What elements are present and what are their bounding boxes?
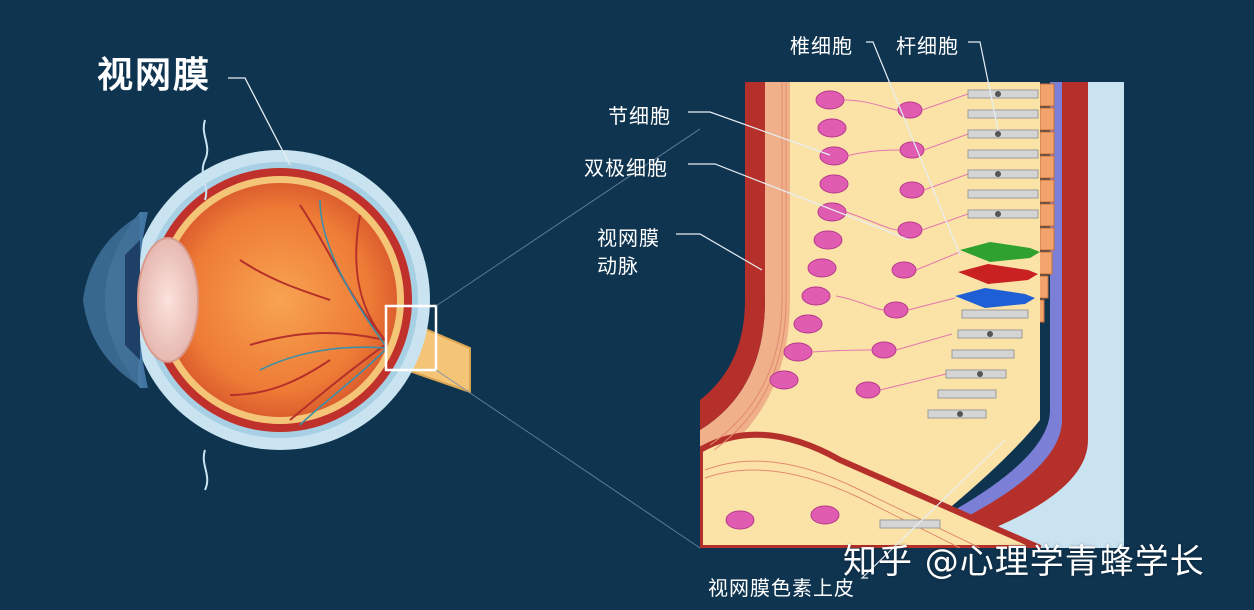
cone-red bbox=[958, 264, 1038, 284]
cone-green bbox=[960, 242, 1040, 262]
label-bipolar-cell: 双极细胞 bbox=[584, 156, 668, 180]
watermark: 知乎 @心理学青蜂学长 bbox=[843, 542, 1205, 582]
page-title: 视网膜 bbox=[97, 55, 212, 96]
label-retinal-artery-line2: 动脉 bbox=[597, 254, 639, 278]
label-cone-cell: 椎细胞 bbox=[790, 34, 853, 58]
label-rod-cell: 杆细胞 bbox=[896, 34, 959, 58]
label-retinal-artery-line1: 视网膜 bbox=[597, 226, 660, 250]
label-ganglion-cell: 节细胞 bbox=[608, 104, 671, 128]
retina-zoom-panel bbox=[700, 82, 1124, 548]
cone-blue bbox=[955, 288, 1035, 308]
ganglion-cells bbox=[725, 90, 925, 530]
label-pigment-epithelium: 视网膜色素上皮 bbox=[708, 576, 855, 600]
leader-lines bbox=[676, 41, 1006, 579]
zoom-box bbox=[384, 304, 438, 372]
eye-cross-section bbox=[83, 119, 471, 491]
lens bbox=[137, 237, 199, 363]
